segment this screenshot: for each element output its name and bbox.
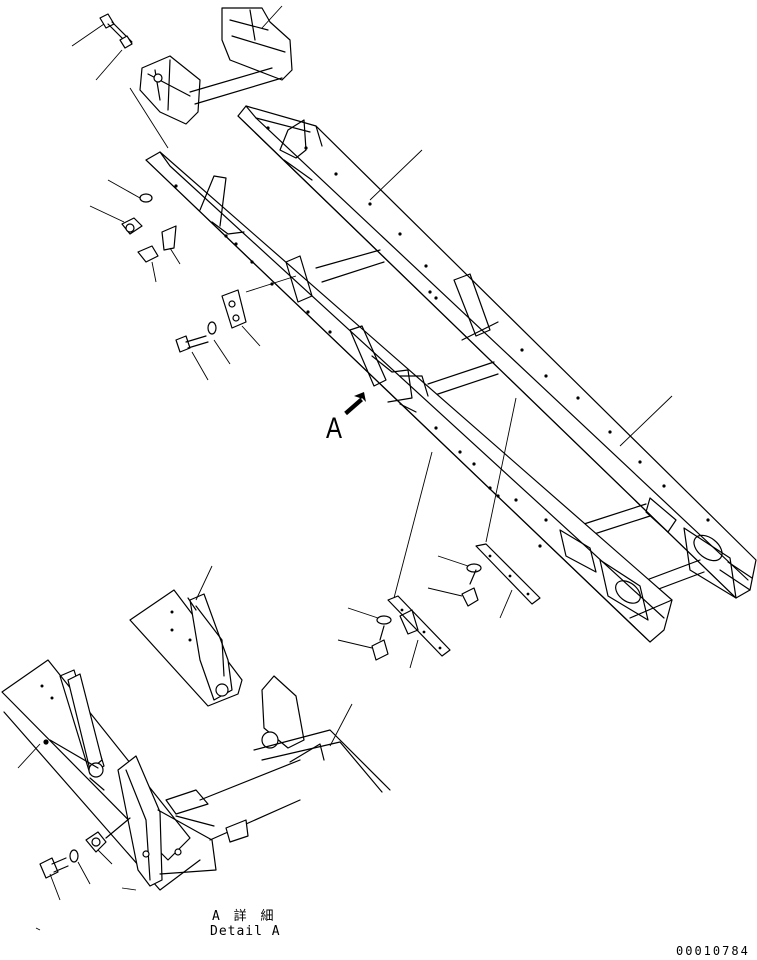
view-arrow xyxy=(344,392,366,416)
cross-members xyxy=(315,249,705,603)
right-side-rail xyxy=(237,105,757,599)
left-side-rail xyxy=(145,151,673,643)
leader-bracket xyxy=(129,87,169,149)
leader-top xyxy=(261,5,283,29)
top-bolt-and-nut xyxy=(71,13,133,81)
drawing-code: 00010784 xyxy=(676,944,750,958)
rail-pins xyxy=(89,179,181,283)
detail-a-drawing xyxy=(1,565,391,931)
leader-right-rail xyxy=(369,149,423,201)
lower-bracket-right xyxy=(427,397,541,619)
leader-right-rail-rear xyxy=(619,395,673,447)
view-marker-label: A xyxy=(326,412,343,445)
mid-bracket-plate xyxy=(175,275,297,381)
top-bracket xyxy=(139,7,293,125)
lower-bracket-left xyxy=(337,451,451,669)
detail-title-en: Detail A xyxy=(210,924,281,939)
detail-title-jp: A 詳 細 xyxy=(212,909,277,924)
